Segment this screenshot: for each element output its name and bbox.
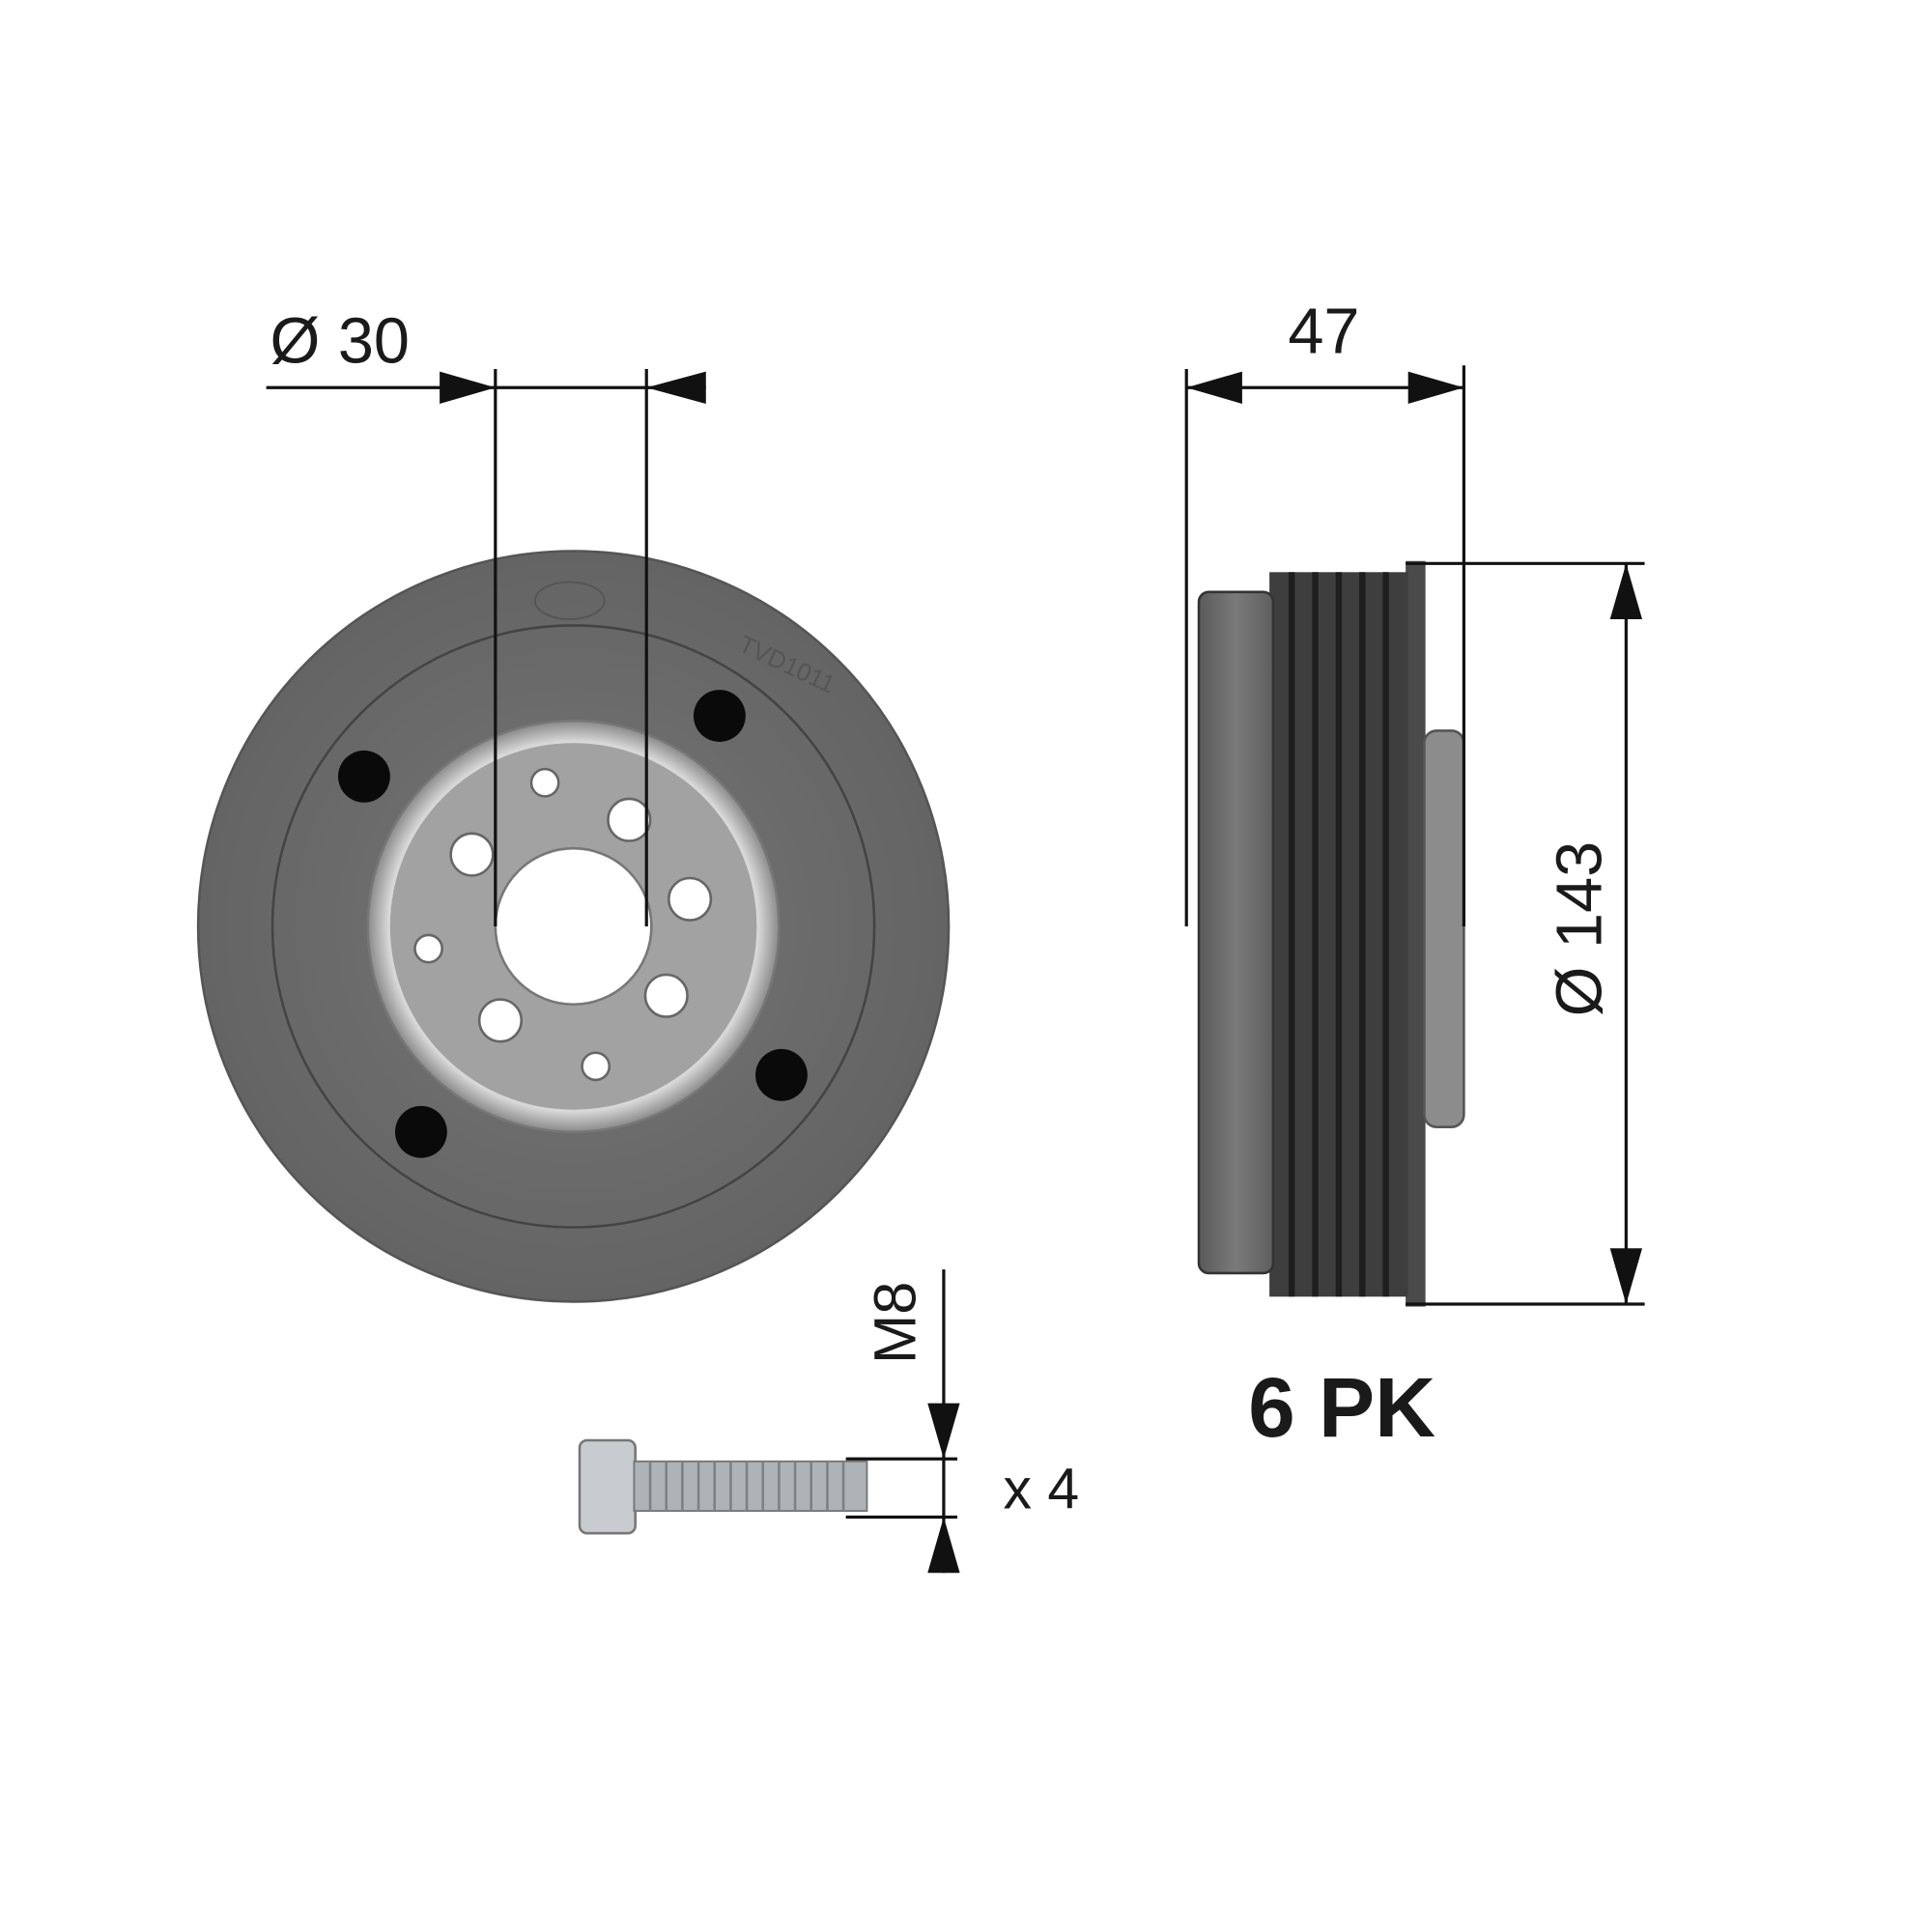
bore-diameter-label: Ø 30: [270, 306, 410, 378]
center-bore: [494, 846, 653, 1007]
hub-boss: [1423, 729, 1465, 1128]
damper-ring: [1197, 590, 1275, 1275]
bolt-thread-label: M8: [862, 1281, 928, 1363]
bolt-head: [578, 1438, 637, 1535]
outer-diameter-label: Ø 143: [1545, 841, 1616, 1017]
gates-logo-stamp: [533, 581, 606, 620]
pulley-side-view: [1197, 560, 1465, 1307]
bolt-image: [578, 1438, 868, 1535]
dimension-arrows: [440, 371, 1642, 1574]
width-label: 47: [1288, 296, 1359, 367]
bolt-thread: [633, 1460, 868, 1513]
bolt-quantity-label: x 4: [1003, 1459, 1079, 1521]
damper-holes: [338, 690, 808, 1158]
belt-profile-label: 6 PK: [1248, 1361, 1435, 1455]
pulley-front-view: TVD1011: [196, 550, 951, 1303]
hub-bolt-holes: [413, 767, 713, 1082]
